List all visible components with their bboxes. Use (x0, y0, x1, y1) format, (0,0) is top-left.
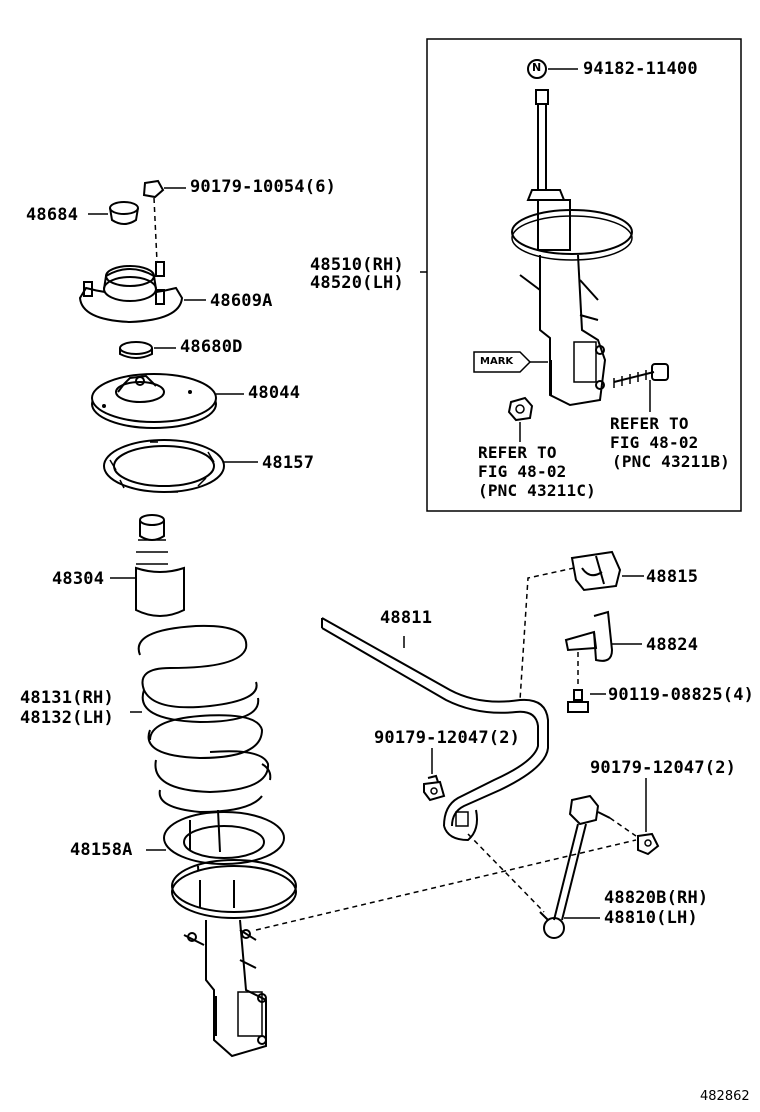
insulator-48158a-icon (146, 809, 285, 865)
nut-90179-12047-b-icon (609, 778, 660, 856)
label-48811: 48811 (380, 608, 433, 628)
label-90179-12047-a: 90179-12047(2) (374, 728, 521, 748)
label-48680d: 48680D (180, 337, 243, 357)
bumper-48304-icon (110, 514, 185, 617)
nut-90179-12047-a-icon (423, 748, 446, 802)
coil-spring-48131-icon (130, 624, 272, 814)
refer-b-line2: FIG 48-02 (610, 433, 699, 452)
refer-c-line2: FIG 48-02 (478, 462, 567, 481)
label-48044: 48044 (248, 383, 301, 403)
seat-48044-icon (91, 373, 244, 429)
refer-b-line3: (PNC 43211B) (612, 452, 730, 471)
label-48815: 48815 (646, 567, 699, 587)
refer-b-bolt-icon (613, 363, 669, 412)
refer-b-line1: REFER TO (610, 414, 689, 433)
label-90179-12047-b: 90179-12047(2) (590, 758, 737, 778)
nut-90179-10054-icon (142, 179, 186, 263)
label-48810-lh: 48810(LH) (604, 908, 698, 928)
refer-c-nut-icon (507, 396, 534, 442)
label-48132-lh: 48132(LH) (20, 708, 114, 728)
support-48609a-icon (78, 261, 206, 324)
label-90179-10054: 90179-10054(6) (190, 177, 337, 197)
label-48158a: 48158A (70, 840, 133, 860)
figure-code: 482862 (700, 1089, 750, 1104)
refer-c-line3: (PNC 43211C) (478, 481, 596, 500)
refer-c-line1: REFER TO (478, 443, 557, 462)
cap-48684-icon (88, 201, 139, 225)
strut-assembly-inset-icon (511, 89, 633, 407)
mark-label: MARK (480, 356, 514, 367)
label-90119-08825: 90119-08825(4) (608, 685, 755, 705)
label-48820b-rh: 48820B(RH) (604, 888, 709, 908)
nut-94182-icon (527, 59, 578, 79)
stabilizer-bar-48811-icon (321, 617, 549, 842)
label-48131-rh: 48131(RH) (20, 688, 114, 708)
stabilizer-link-48820b-icon (539, 794, 611, 939)
dashed-link-to-strut (255, 839, 637, 931)
label-94182-11400: 94182-11400 (583, 59, 698, 79)
bracket-48824-icon (564, 610, 642, 688)
label-48824: 48824 (646, 635, 699, 655)
bolt-90119-icon (567, 689, 606, 713)
label-48510-rh: 48510(RH) (310, 255, 404, 275)
inset-frame (426, 38, 742, 512)
label-48520-lh: 48520(LH) (310, 273, 404, 293)
label-48157: 48157 (262, 453, 315, 473)
label-48684: 48684 (26, 205, 79, 225)
bushing-48815-icon (519, 550, 644, 701)
dashed-bar-to-link (467, 833, 545, 913)
lower-strut-icon (171, 859, 297, 1058)
label-48609a: 48609A (210, 291, 273, 311)
bearing-48680d-icon (119, 341, 176, 359)
mark-callout (473, 351, 548, 373)
nut-glyph-94182: N (532, 61, 542, 74)
insulator-48157-icon (103, 439, 258, 493)
label-48304: 48304 (52, 569, 105, 589)
